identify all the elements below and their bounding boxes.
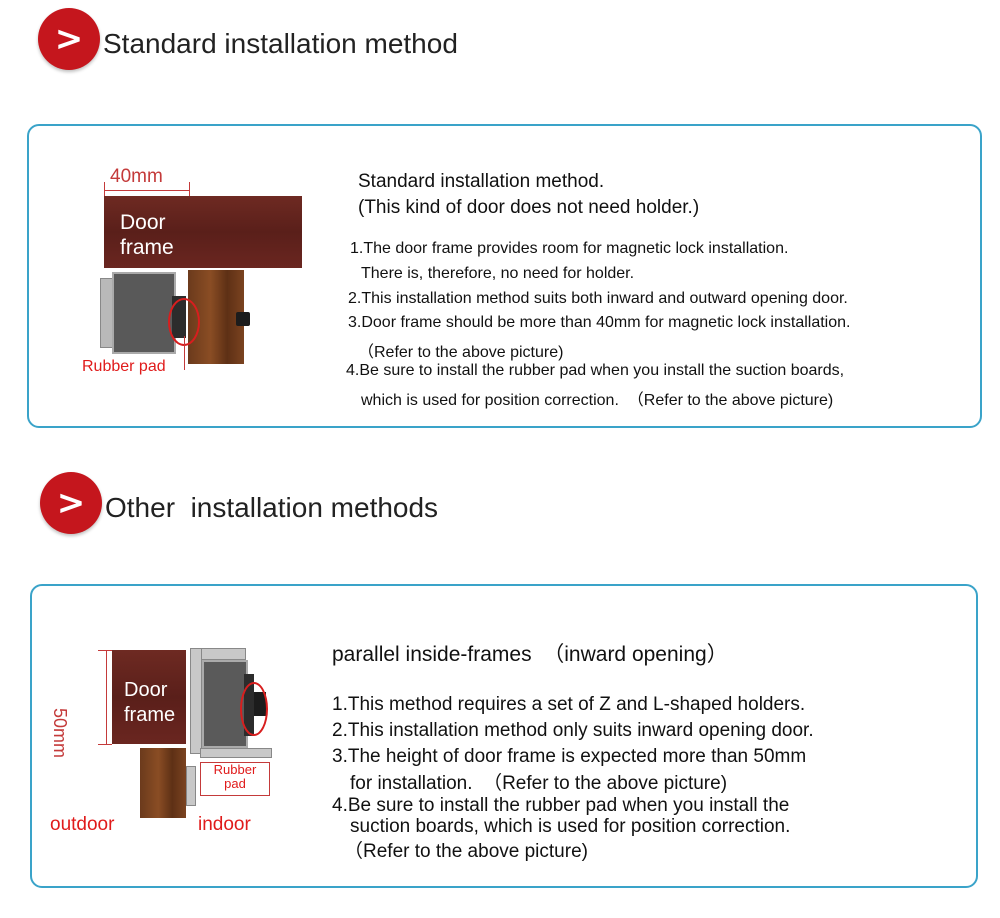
instruction-line: 3.Door frame should be more than 40mm fo… <box>348 314 851 331</box>
indoor-label: indoor <box>198 814 251 835</box>
instruction-line: There is, therefore, no need for holder. <box>361 265 635 282</box>
outdoor-label: outdoor <box>50 814 115 835</box>
instruction-line: 4.Be sure to install the rubber pad when… <box>346 362 845 379</box>
panel-heading: Standard installation method. <box>358 171 605 192</box>
dimension-tick <box>189 182 190 198</box>
instruction-line: 1.This method requires a set of Z and L-… <box>332 694 806 715</box>
door-panel <box>140 748 186 818</box>
dimension-label: 50mm <box>50 708 70 759</box>
standard-method-panel <box>27 124 982 428</box>
section-badge-icon: > <box>38 8 100 70</box>
instruction-line: 2.This installation method suits both in… <box>348 290 848 307</box>
panel-subheading: (This kind of door does not need holder.… <box>358 197 700 218</box>
door-frame <box>112 650 186 744</box>
instruction-line: （Refer to the above picture) <box>344 841 588 862</box>
instruction-line: 3.The height of door frame is expected m… <box>332 746 807 767</box>
dimension-line <box>106 650 107 744</box>
dimension-label: 40mm <box>110 166 163 187</box>
dimension-line <box>104 190 190 191</box>
rubber-pad-highlight <box>240 682 268 736</box>
instruction-line: for installation. （Refer to the above pi… <box>350 773 728 794</box>
z-holder <box>190 648 202 754</box>
magnetic-lock <box>112 272 176 354</box>
rubber-pad-label: Rubber pad <box>213 762 257 791</box>
section-title: Standard installation method <box>103 28 458 59</box>
instruction-line: 4.Be sure to install the rubber pad when… <box>332 795 790 816</box>
instruction-line: 1.The door frame provides room for magne… <box>350 240 789 257</box>
rubber-pad-box <box>200 762 270 796</box>
dimension-tick <box>98 650 112 651</box>
bolt <box>236 312 250 326</box>
instruction-line: 2.This installation method only suits in… <box>332 720 814 741</box>
door-frame-label: Door frame <box>124 679 176 726</box>
instruction-line: suction boards, which is used for positi… <box>350 816 791 837</box>
panel-heading: parallel inside-frames （inward opening） <box>332 643 728 666</box>
section-title: Other installation methods <box>105 492 439 523</box>
rubber-pad-pointer <box>184 336 185 370</box>
dimension-tick <box>98 744 112 745</box>
door-frame-label: Door frame <box>120 211 174 259</box>
other-methods-panel <box>30 584 978 888</box>
door-frame <box>104 196 302 268</box>
instruction-line: which is used for position correction. （… <box>361 392 834 409</box>
l-holder <box>200 748 272 758</box>
instruction-line: （Refer to the above picture) <box>358 344 564 361</box>
inside-frames-diagram: 50mm Door frame Rubber pad outdoor indoo… <box>50 630 310 850</box>
dimension-tick <box>104 182 105 198</box>
l-holder <box>186 766 196 806</box>
standard-installation-diagram: 40mm Door frame Rubber pad <box>60 160 340 390</box>
section-badge-icon: > <box>40 472 102 534</box>
rubber-pad-label: Rubber pad <box>82 358 166 375</box>
